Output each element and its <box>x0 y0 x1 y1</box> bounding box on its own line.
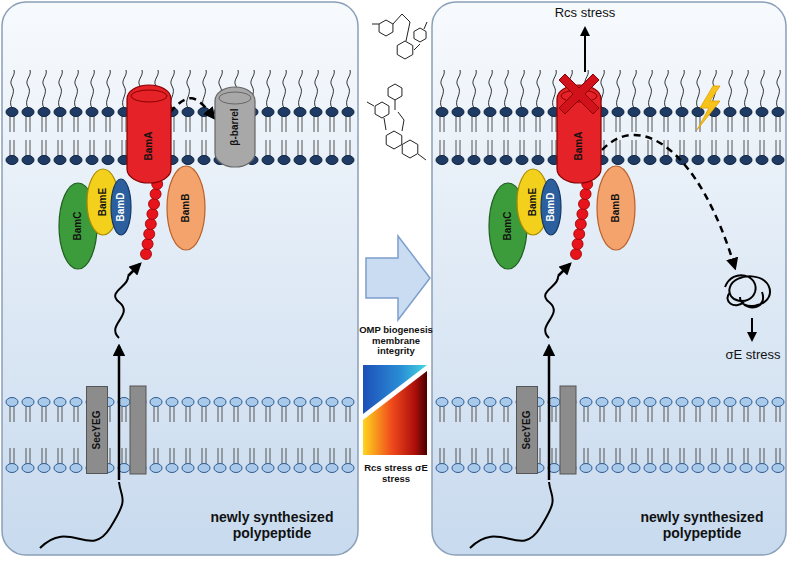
protein-name: BamE <box>527 188 539 216</box>
protein: SecYEG <box>516 386 538 474</box>
label-holder: BamA <box>572 99 586 193</box>
folding-arrow <box>170 98 214 118</box>
label-holder: Rcs stress σE stress <box>363 458 429 490</box>
lightning <box>697 86 720 130</box>
stress-arrow <box>751 318 753 340</box>
membranes <box>6 70 784 473</box>
label-holder: SecYEG <box>520 389 534 471</box>
protein-name: BamB <box>180 194 192 223</box>
protein-name: BamD <box>115 193 127 222</box>
lipid-bilayer <box>436 70 784 165</box>
label-holder: SecYEG <box>90 389 104 471</box>
lipid-bilayer <box>436 398 784 473</box>
protein: BamA <box>556 84 602 184</box>
protein: BamB <box>166 165 206 251</box>
cell-panel: newly synthesized polypeptide BamC BamE Bam… <box>2 2 358 555</box>
label-holder: BamA <box>142 99 156 193</box>
protein-name: BamC <box>502 212 514 241</box>
protein-name: BamC <box>72 212 84 241</box>
label-holder: OMP biogenesis membrane integrity <box>358 322 434 360</box>
cell-panel: Rcs stress σE stress newly synthesized pol… <box>432 2 786 555</box>
panel-text: newly synthesized polypeptide <box>627 509 777 541</box>
label-holder: BamD <box>114 181 128 233</box>
protein-name: SecYEG <box>91 411 103 450</box>
label-holder: BamB <box>179 168 193 248</box>
protein-name: BamE <box>97 188 109 216</box>
block-cross <box>559 74 599 114</box>
cell-panel <box>432 2 786 555</box>
protein: BamD <box>110 178 132 236</box>
label-holder: BamE <box>526 171 540 233</box>
label-holder: β-barrel <box>228 89 242 165</box>
gradient-label: OMP biogenesis membrane integrity <box>358 325 434 358</box>
gradient-label: Rcs stress σE stress <box>363 463 429 485</box>
polypeptide <box>40 179 593 549</box>
label-holder: BamC <box>71 185 85 267</box>
protein: BamA <box>126 84 172 184</box>
chemical-structures <box>367 14 427 160</box>
label-holder: newly synthesized polypeptide <box>197 503 347 547</box>
panel-text: newly synthesized polypeptide <box>197 509 347 541</box>
label-holder: BamB <box>609 168 623 248</box>
protein-name: β-barrel <box>229 108 241 145</box>
label-holder: newly synthesized polypeptide <box>627 503 777 547</box>
protein-name: SecYEG <box>521 411 533 450</box>
protein: β-barrel <box>214 86 256 168</box>
protein-name: BamB <box>610 194 622 223</box>
gradient-red <box>363 371 427 455</box>
label-holder: σE stress <box>722 346 784 364</box>
label-holder: BamE <box>96 171 110 233</box>
protein-name: BamD <box>545 193 557 222</box>
protein-name: BamA <box>573 132 585 161</box>
transition-arrow <box>366 236 430 320</box>
protein: BamD <box>540 178 562 236</box>
label-holder: Rcs stress <box>540 4 630 22</box>
lipid-bilayer <box>6 398 354 473</box>
rcs-arrow <box>584 28 586 72</box>
lipid-bilayer <box>6 70 354 165</box>
protein: BamB <box>596 165 636 251</box>
cell-panel <box>2 2 358 555</box>
protein: SecYEG <box>86 386 108 474</box>
label-holder: BamD <box>544 181 558 233</box>
label-holder: BamC <box>501 185 515 267</box>
panel-text: Rcs stress <box>555 6 616 21</box>
protein-name: BamA <box>143 132 155 161</box>
misfolded-protein <box>725 275 770 307</box>
panel-text: σE stress <box>726 348 781 363</box>
